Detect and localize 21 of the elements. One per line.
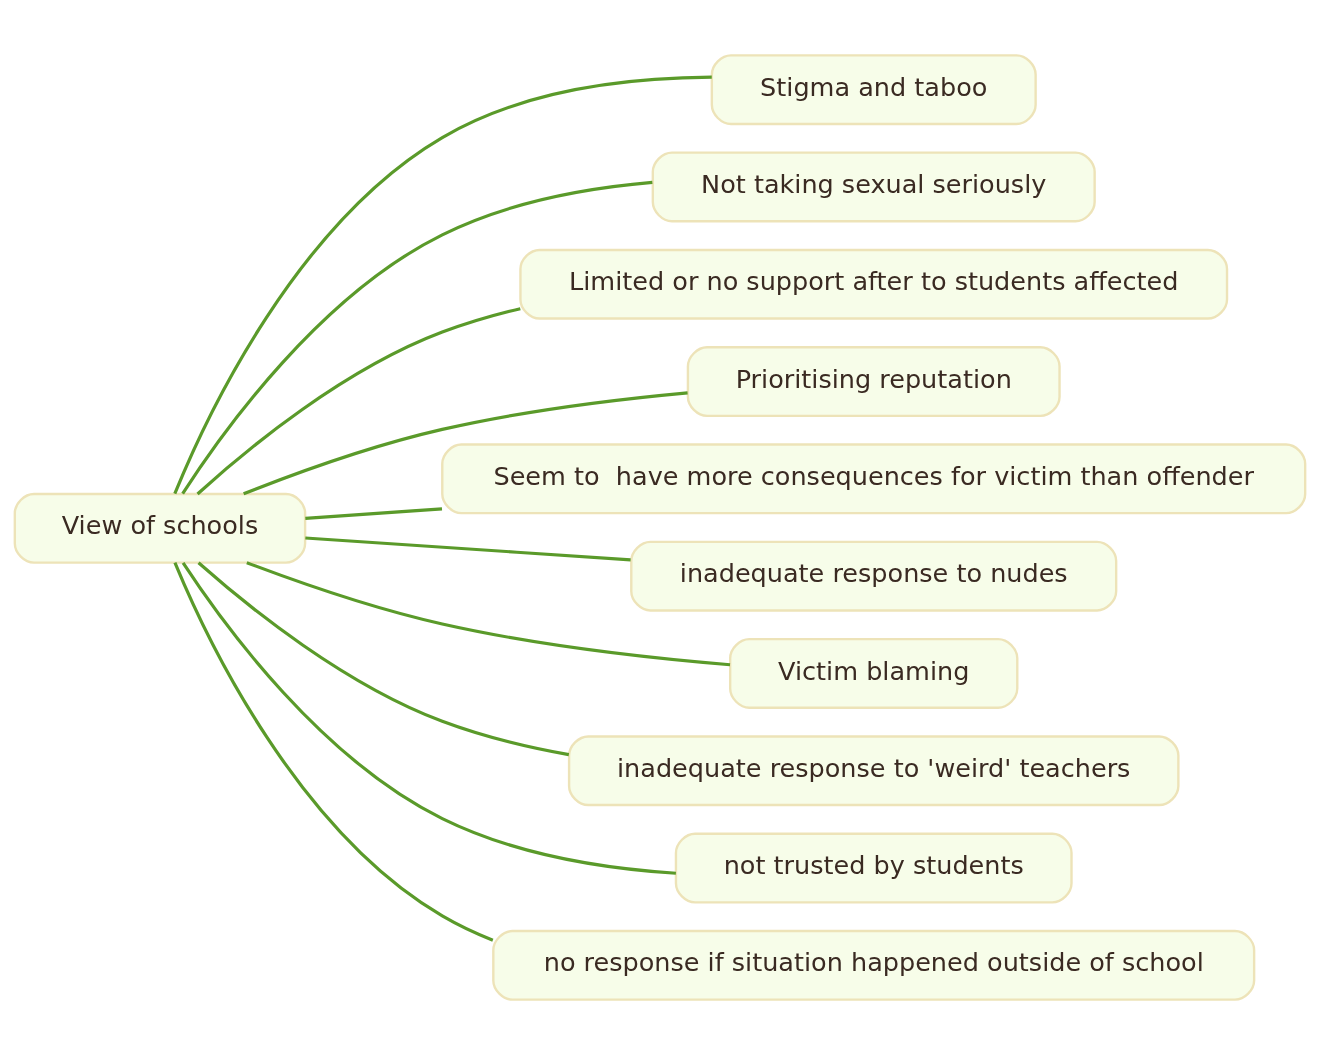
connector [173,561,494,942]
connector [305,535,631,561]
node-box: Seem to have more consequences for victim than offender [441,442,1307,514]
node-box: Limited or no support after to students affected [519,248,1229,320]
node-box: Victim blaming [729,637,1019,709]
connector [305,506,443,520]
node-box: Stigma and taboo [710,53,1037,125]
connector [243,390,688,495]
node-box: not trusted by students [674,832,1073,904]
connector [173,75,712,494]
connector [246,560,731,666]
connector [181,180,653,495]
node-box: Prioritising reputation [686,345,1061,417]
node-box: View of schools [13,492,307,564]
node-box: no response if situation happened outside of school [492,929,1256,1001]
connector [196,306,521,495]
connector [181,561,676,875]
node-box: Not taking sexual seriously [651,150,1096,222]
connector [197,561,570,756]
node-box: inadequate response to 'weird' teachers [567,734,1180,806]
node-box: inadequate response to nudes [630,540,1118,612]
